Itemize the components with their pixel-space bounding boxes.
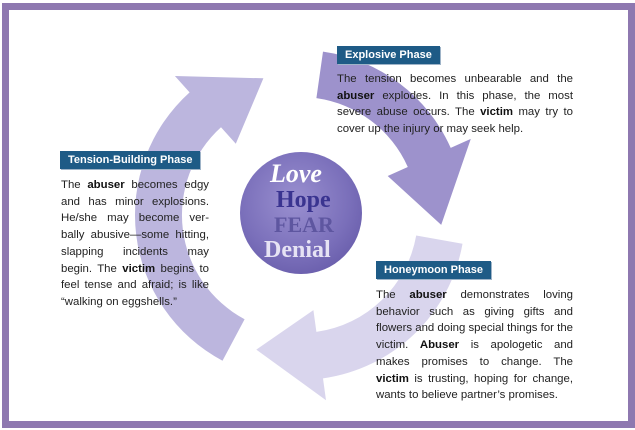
bold-term: abuser (87, 179, 125, 191)
arrow-top-right-icon (316, 51, 471, 225)
bold-term: victim (122, 262, 156, 275)
text-segment: explodes. In this phase, the most severe… (337, 89, 573, 119)
text-segment: demonstrates loving behavior such as giv… (376, 289, 573, 352)
explosive-phase-text: The tension becomes unbearable and the a… (337, 71, 573, 138)
bold-term: Abuser (419, 339, 460, 352)
tension-building-phase-text: The abuser becomes edgy and has minor ex… (61, 177, 209, 311)
text-segment: The tension becomes unbearable and the (337, 73, 573, 85)
bold-term: abuser (409, 289, 447, 301)
center-logo: Love Hope FEAR Denial (240, 152, 362, 274)
tension-building-phase-label: Tension-Building Phase (60, 151, 201, 169)
text-segment: is apologetic and makes promises to chan… (376, 339, 574, 368)
logo-word-love: Love (270, 159, 322, 188)
logo-word-denial: Denial (264, 237, 331, 263)
bold-term: abuser (337, 89, 375, 102)
logo-word-hope: Hope (276, 187, 331, 213)
logo-word-fear: FEAR (274, 212, 334, 237)
text-segment: becomes edgy and has minor explosions. H… (61, 179, 209, 275)
text-segment: begins to feel tense and afraid; is like… (61, 262, 209, 308)
explosive-phase-label: Explosive Phase (337, 46, 440, 64)
text-segment: The (61, 179, 88, 191)
honeymoon-phase-text: The abuser demonstrates loving behavior … (376, 287, 573, 404)
text-segment: may try to cover up the injury or may se… (337, 106, 573, 136)
text-segment: is trusting, hoping for change, wants to… (376, 372, 573, 402)
arrow-left-icon (134, 76, 264, 361)
bold-term: victim (376, 372, 409, 385)
bold-term: victim (480, 106, 514, 119)
honeymoon-phase-label: Honeymoon Phase (376, 261, 492, 279)
text-segment: The (376, 289, 410, 301)
